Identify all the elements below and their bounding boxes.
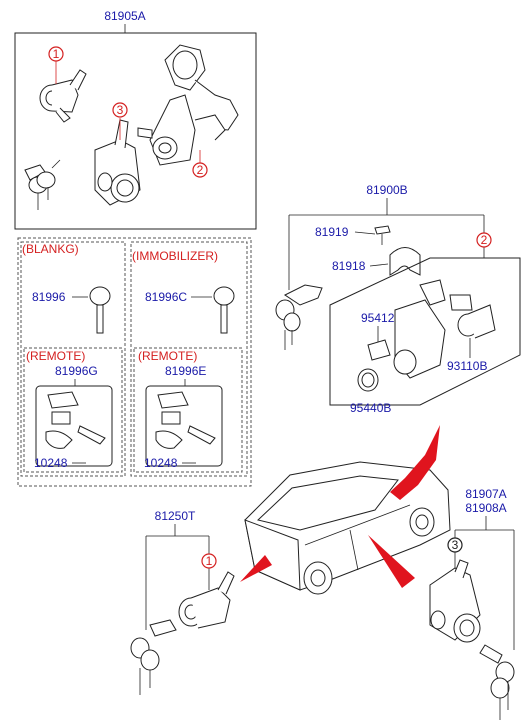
label-81918: 81918 bbox=[332, 259, 366, 273]
callout-1-top: 1 bbox=[48, 46, 64, 84]
label-93110b: 93110B bbox=[447, 359, 487, 373]
door-lock-cylinder-part bbox=[39, 69, 87, 123]
remote-key-left bbox=[45, 391, 106, 449]
label-10248-left: 10248 bbox=[34, 456, 68, 470]
label-remote-right: (REMOTE) bbox=[138, 349, 197, 363]
svg-text:2: 2 bbox=[197, 163, 204, 177]
lock-cylinder-part-3 bbox=[94, 119, 141, 206]
ignition-switch-assembly bbox=[137, 44, 239, 166]
ignition-subassembly-box bbox=[329, 257, 521, 406]
label-immobilizer: (IMMOBILIZER) bbox=[132, 249, 218, 263]
blank-key-group bbox=[20, 241, 126, 477]
immobilizer-key bbox=[213, 286, 235, 334]
arrow-to-door bbox=[368, 535, 415, 588]
label-81250t: 81250T bbox=[155, 509, 196, 523]
remote-key-right bbox=[155, 391, 216, 449]
arrow-to-tailgate bbox=[240, 555, 272, 582]
cylinder-93110b bbox=[457, 304, 496, 339]
key-set-right bbox=[275, 284, 323, 350]
tailgate-lock-cylinder bbox=[178, 571, 235, 629]
immobilizer-key-group bbox=[130, 241, 248, 477]
top-assembly-box bbox=[14, 32, 257, 230]
cover-81918 bbox=[389, 247, 421, 276]
callout-3-top: 3 bbox=[112, 102, 128, 140]
svg-text:3: 3 bbox=[452, 538, 459, 552]
label-81996e: 81996E bbox=[165, 364, 206, 378]
lock-body-right bbox=[393, 279, 473, 379]
callout-1-tail: 1 bbox=[201, 553, 217, 569]
label-95412: 95412 bbox=[361, 311, 395, 325]
label-81996g: 81996G bbox=[55, 364, 98, 378]
door-lock-cylinder bbox=[429, 559, 481, 643]
label-81900b: 81900B bbox=[366, 183, 407, 197]
key-groups-box bbox=[17, 237, 252, 487]
label-10248-right: 10248 bbox=[144, 456, 178, 470]
svg-text:3: 3 bbox=[117, 103, 124, 117]
label-95440b: 95440B bbox=[350, 401, 391, 415]
label-81996c: 81996C bbox=[145, 290, 187, 304]
callout-2-top: 2 bbox=[192, 150, 208, 178]
label-81996: 81996 bbox=[32, 290, 66, 304]
callout-2-right: 2 bbox=[476, 232, 492, 248]
key-set-tail bbox=[130, 619, 177, 695]
label-81908a: 81908A bbox=[465, 501, 506, 515]
switch-95412 bbox=[367, 339, 391, 361]
blank-key bbox=[89, 286, 111, 334]
label-81905a: 81905A bbox=[104, 9, 145, 23]
ring-95440b bbox=[357, 368, 379, 392]
label-81919: 81919 bbox=[315, 225, 349, 239]
remote-group-left bbox=[23, 347, 123, 473]
label-blankg: (BLANKG) bbox=[22, 242, 79, 256]
arrow-to-ignition bbox=[390, 425, 440, 500]
callout-3-door: 3 bbox=[447, 537, 463, 553]
svg-text:1: 1 bbox=[206, 554, 213, 568]
key-set-top bbox=[24, 159, 61, 210]
screw-81919 bbox=[374, 225, 391, 245]
svg-text:1: 1 bbox=[53, 47, 60, 61]
remote-group-right bbox=[133, 347, 243, 473]
label-81907a: 81907A bbox=[465, 487, 506, 501]
svg-text:2: 2 bbox=[481, 233, 488, 247]
key-set-door bbox=[479, 644, 515, 720]
label-remote-left: (REMOTE) bbox=[26, 349, 85, 363]
